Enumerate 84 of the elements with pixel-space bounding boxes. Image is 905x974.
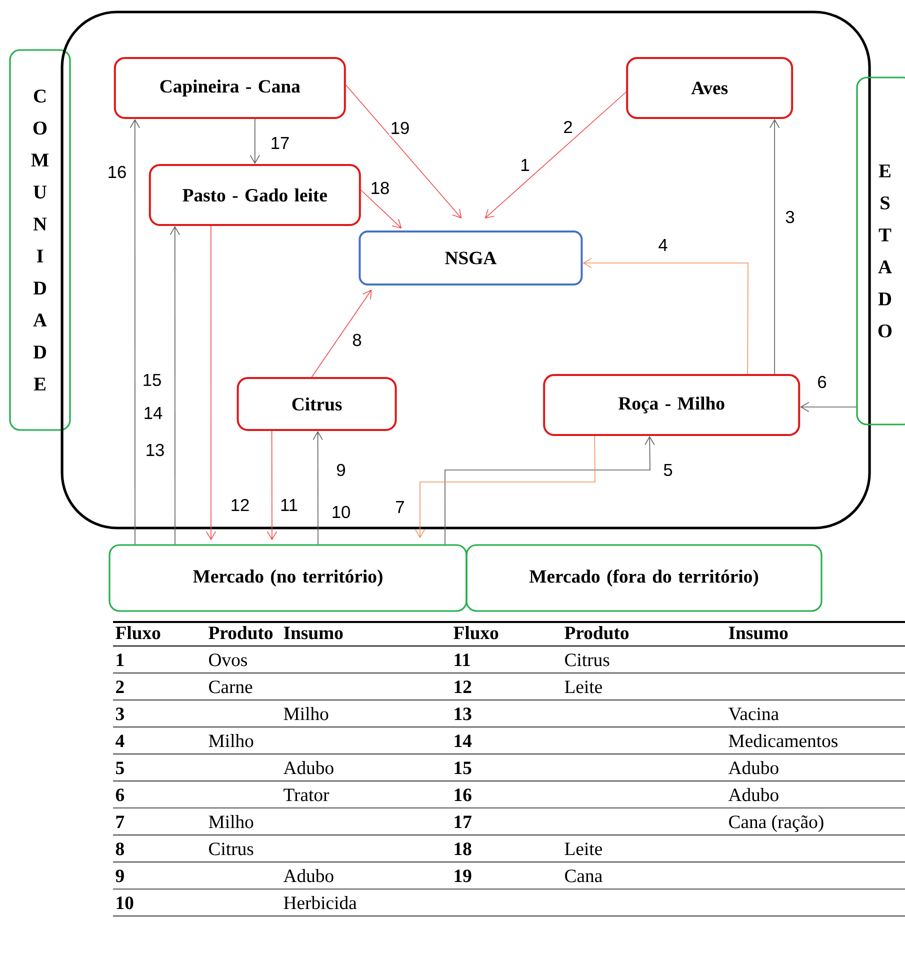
table-cell: Medicamentos [728,734,838,748]
table-cell: Milho [208,815,254,828]
flow-number: 9 [334,462,348,478]
flow-number: 14 [142,406,164,420]
table-cell: Adubo [728,788,778,802]
flow-number: 17 [269,136,291,150]
process-box: Capineira - Cana [114,57,346,119]
table-cell: 14 [454,734,472,747]
flow-number: 3 [784,210,796,224]
table-cell: Cana (ração) [729,815,824,832]
table-cell: Adubo [283,761,334,774]
table-cell: Adubo [728,761,778,774]
table-cell: 7 [116,816,124,828]
table-header: Fluxo [454,626,498,640]
side-panel: COMUNIDADE [9,49,71,431]
arrow [170,226,180,545]
table-cell: Ovos [209,654,247,666]
arrow [250,118,260,164]
table-cell: 9 [116,870,124,882]
arrow [311,290,372,378]
table-cell: 13 [454,708,472,720]
arrow [312,431,323,545]
table-cell: 18 [454,842,472,856]
flow-number: 13 [144,442,166,458]
arrow [360,190,402,228]
arrow [484,92,626,218]
table-cell: 17 [454,816,472,828]
flow-number: 8 [350,332,364,348]
table-cell: Leite [564,842,602,856]
table-cell: 12 [454,680,472,693]
arrow [346,84,462,218]
flow-number: 16 [106,164,128,180]
arrow [582,258,748,374]
side-panel: ESTADO [856,76,905,426]
table-cell: 10 [116,896,134,910]
flow-number: 7 [394,500,406,514]
arrow [206,226,216,540]
table-cell: 4 [116,734,124,747]
market-box: Mercado (fora do território) [466,544,822,612]
process-box: Pasto - Gado leite [148,164,361,226]
table-cell: 3 [116,708,124,720]
table-cell: 1 [116,654,124,666]
arrow [444,436,655,545]
table-cell: Herbicida [284,896,357,910]
flow-number: 15 [141,372,163,388]
table-cell: 15 [454,762,472,774]
arrow [770,119,780,374]
process-box: Aves [626,57,794,119]
table-cell: Citrus [565,654,610,666]
market-box: Mercado (no território) [108,544,468,612]
table-cell: Milho [208,734,254,748]
table-cell: 5 [116,762,124,774]
flow-number: 5 [662,462,674,478]
flow-number: 12 [229,498,251,512]
flow-number: 2 [562,120,574,134]
flow-number: 11 [278,498,300,512]
arrow [266,430,278,540]
table-cell: 16 [454,788,472,802]
table-cell: Carne [209,680,252,694]
table-cell: Milho [284,707,328,720]
flow-number: 10 [330,504,352,520]
boundary-frame [60,10,871,530]
table-cell: Vacina [728,708,779,720]
flow-number: 19 [389,120,411,136]
arrow [414,436,596,538]
table-cell: 6 [116,788,124,802]
flow-number: 18 [369,180,391,196]
table-cell: Citrus [209,842,254,856]
table-cell: 8 [116,842,124,856]
process-box: NSGA [358,230,583,286]
table-cell: Leite [564,680,602,694]
arrow [130,119,140,545]
table-cell: 11 [454,654,470,666]
flow-number: 6 [816,374,828,390]
table-cell: Trator [284,788,330,802]
table-cell: 2 [116,680,124,693]
table-cell: Cana [565,870,602,882]
table-cell: 19 [454,870,472,882]
flow-number: 4 [656,238,670,252]
arrow [800,402,857,412]
table-cell: Adubo [283,869,334,882]
process-box: Citrus [236,377,397,431]
flow-number: 1 [518,158,532,172]
process-box: Roça - Milho [543,374,800,436]
